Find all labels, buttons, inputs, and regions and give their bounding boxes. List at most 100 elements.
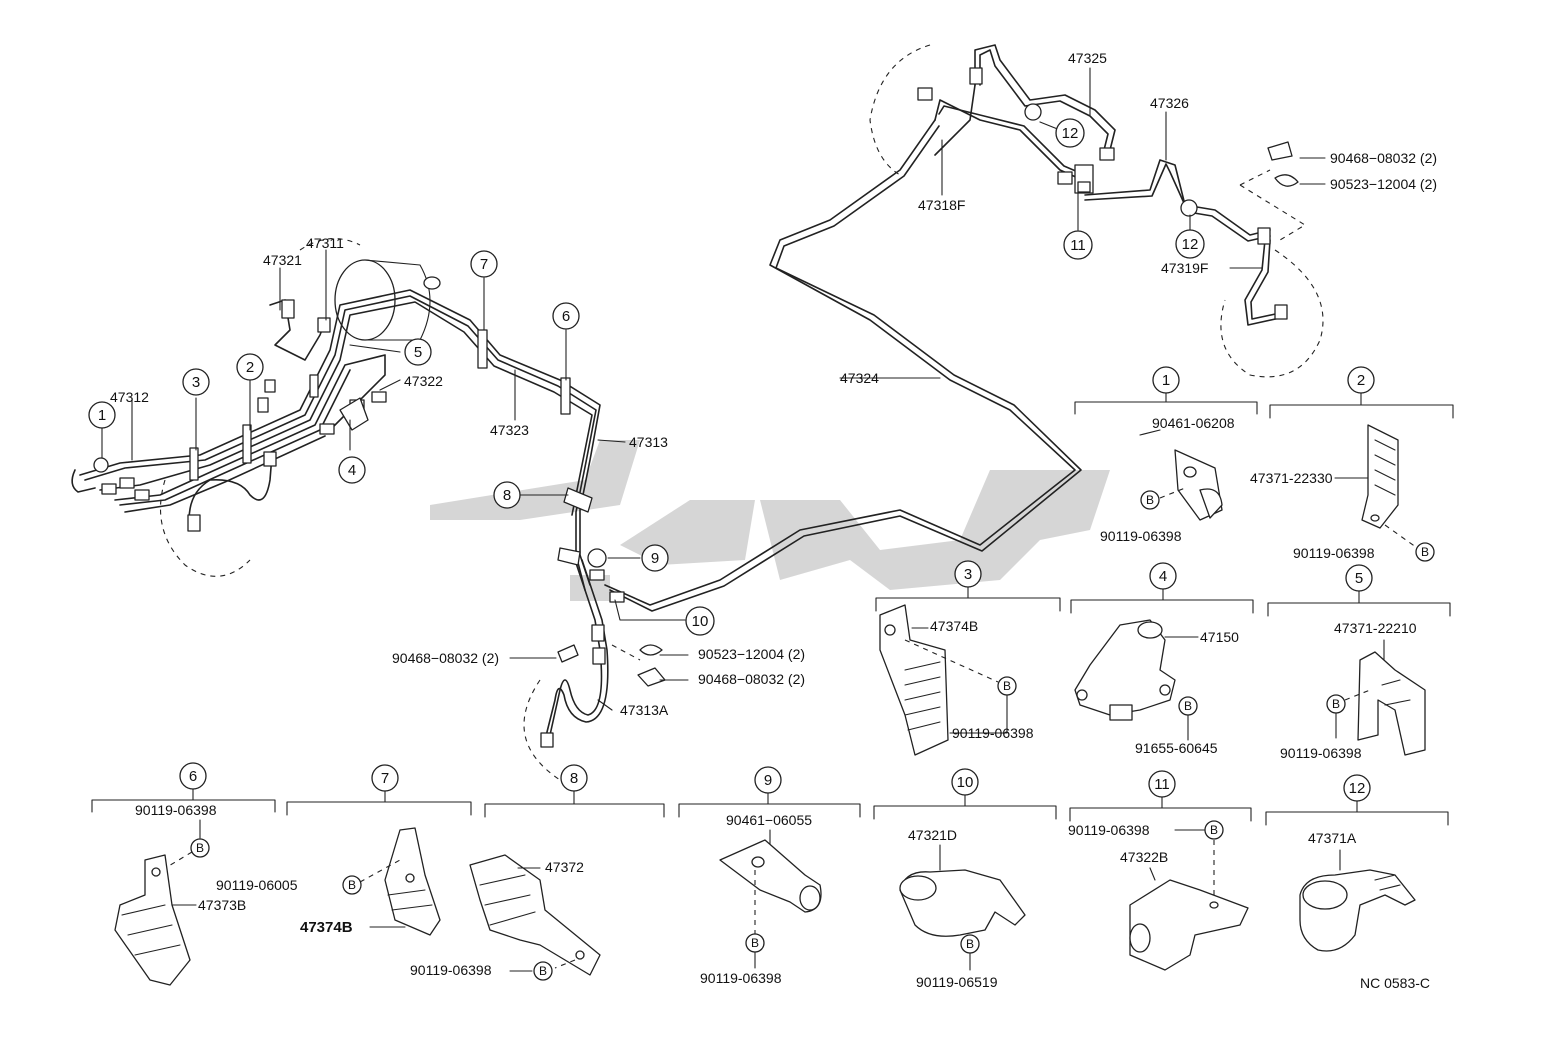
diagram-code: NC 0583-C [1360, 975, 1430, 991]
svg-text:11: 11 [1070, 237, 1086, 254]
svg-text:90119-06398: 90119-06398 [135, 802, 217, 818]
svg-text:2: 2 [1357, 372, 1365, 389]
svg-text:4: 4 [348, 462, 356, 479]
svg-text:3: 3 [964, 566, 972, 583]
svg-text:3: 3 [192, 374, 200, 391]
detail-panel-1: 1 90461-06208 B 90119-06398 [1074, 366, 1258, 544]
front-brake-lines [71, 289, 601, 591]
label-47321: 47321 [263, 252, 302, 268]
svg-text:90119-06519: 90119-06519 [916, 974, 998, 990]
label-mid-clipnut: 90523−12004 (2) [698, 646, 805, 662]
svg-text:B: B [1184, 699, 1192, 713]
label-mid-clip-left: 90468−08032 (2) [392, 650, 499, 666]
callout-8-main: 8 [493, 481, 521, 509]
svg-text:47371-22210: 47371-22210 [1334, 620, 1417, 636]
svg-text:90119-06398: 90119-06398 [1068, 822, 1150, 838]
svg-text:90119-06398: 90119-06398 [1280, 745, 1362, 761]
label-mid-clip-right: 90468−08032 (2) [698, 671, 805, 687]
svg-text:B: B [539, 964, 547, 978]
label-47324: 47324 [840, 370, 879, 386]
bolt-badge: B [960, 934, 980, 954]
svg-text:B: B [1421, 545, 1429, 559]
label-rear-clipnut: 90523−12004 (2) [1330, 176, 1437, 192]
svg-text:4: 4 [1159, 568, 1167, 585]
svg-text:12: 12 [1349, 780, 1366, 797]
detail-panel-12: 12 47371A [1265, 774, 1449, 952]
svg-text:47371A: 47371A [1308, 830, 1357, 846]
callout-2-main: 2 [236, 353, 264, 381]
svg-text:1: 1 [98, 407, 106, 424]
svg-text:B: B [966, 937, 974, 951]
bolt-badge: B [342, 875, 362, 895]
svg-text:B: B [196, 841, 204, 855]
svg-text:6: 6 [562, 308, 570, 325]
fittings-left [101, 299, 387, 532]
svg-text:B: B [1332, 697, 1340, 711]
label-47318F: 47318F [918, 197, 965, 213]
detail-panel-7: 7 90119-06005 B 47374B [216, 764, 472, 936]
label-rear-clip: 90468−08032 (2) [1330, 150, 1437, 166]
mid-clips [557, 644, 666, 687]
svg-text:47150: 47150 [1200, 629, 1239, 645]
svg-text:90119-06398: 90119-06398 [952, 725, 1034, 741]
bolt-badge: B [1326, 694, 1346, 714]
svg-text:47374B: 47374B [930, 618, 978, 634]
bolt-badge: B [1178, 696, 1198, 716]
callout-7-main: 7 [470, 250, 498, 278]
svg-text:90461−06055: 90461−06055 [726, 812, 812, 828]
detail-panel-3: 3 47374B B 90119-06398 [875, 560, 1061, 756]
svg-text:2: 2 [246, 359, 254, 376]
callout-1-main: 1 [88, 401, 116, 429]
label-47313: 47313 [629, 434, 668, 450]
bolt-badge: B [533, 961, 553, 981]
leader-lines [101, 67, 1326, 711]
svg-text:90461-06208: 90461-06208 [1152, 415, 1235, 431]
label-47326: 47326 [1150, 95, 1189, 111]
bolt-badge: B [745, 933, 765, 953]
brake-booster [334, 259, 441, 341]
svg-text:90119-06398: 90119-06398 [410, 962, 492, 978]
callout-9-main: 9 [641, 544, 669, 572]
svg-text:12: 12 [1182, 236, 1199, 253]
svg-text:10: 10 [957, 774, 974, 791]
label-47313A: 47313A [620, 702, 669, 718]
svg-text:90119-06398: 90119-06398 [1293, 545, 1375, 561]
detail-panel-4: 4 47150 B 91655-60645 [1070, 562, 1254, 756]
detail-panel-6: 6 90119-06398 B 47373B [91, 762, 276, 986]
svg-text:B: B [751, 936, 759, 950]
svg-text:47371-22330: 47371-22330 [1250, 470, 1333, 486]
svg-text:90119-06398: 90119-06398 [700, 970, 782, 986]
detail-panel-11: 11 90119-06398 B 47322B [1068, 770, 1252, 971]
svg-text:B: B [1210, 823, 1218, 837]
bolt-badge: B [190, 838, 210, 858]
svg-text:B: B [1003, 679, 1011, 693]
svg-text:11: 11 [1154, 776, 1170, 793]
callout-10-main: 10 [685, 606, 715, 636]
svg-text:7: 7 [480, 256, 488, 273]
callout-5-main: 5 [404, 338, 432, 366]
detail-panel-5: 5 47371-22210 B 90119-06398 [1267, 564, 1451, 761]
svg-text:7: 7 [381, 770, 389, 787]
watermark [430, 440, 1110, 601]
svg-text:47372: 47372 [545, 859, 584, 875]
svg-text:90119-06398: 90119-06398 [1100, 528, 1182, 544]
svg-text:91655-60645: 91655-60645 [1135, 740, 1218, 756]
label-47325: 47325 [1068, 50, 1107, 66]
svg-text:9: 9 [651, 550, 659, 567]
svg-text:1: 1 [1162, 372, 1170, 389]
label-47323: 47323 [490, 422, 529, 438]
svg-text:6: 6 [189, 768, 197, 785]
svg-text:5: 5 [1355, 570, 1363, 587]
callout-6-main: 6 [552, 302, 580, 330]
bolt-badge: B [1140, 490, 1160, 510]
svg-text:10: 10 [692, 613, 709, 630]
bolt-badge: B [1415, 542, 1435, 562]
svg-text:9: 9 [764, 772, 772, 789]
label-47312: 47312 [110, 389, 149, 405]
svg-text:B: B [1146, 493, 1154, 507]
svg-text:5: 5 [414, 344, 422, 361]
callout-11-main: 11 [1063, 230, 1093, 260]
callout-12-main-a: 12 [1055, 118, 1085, 148]
